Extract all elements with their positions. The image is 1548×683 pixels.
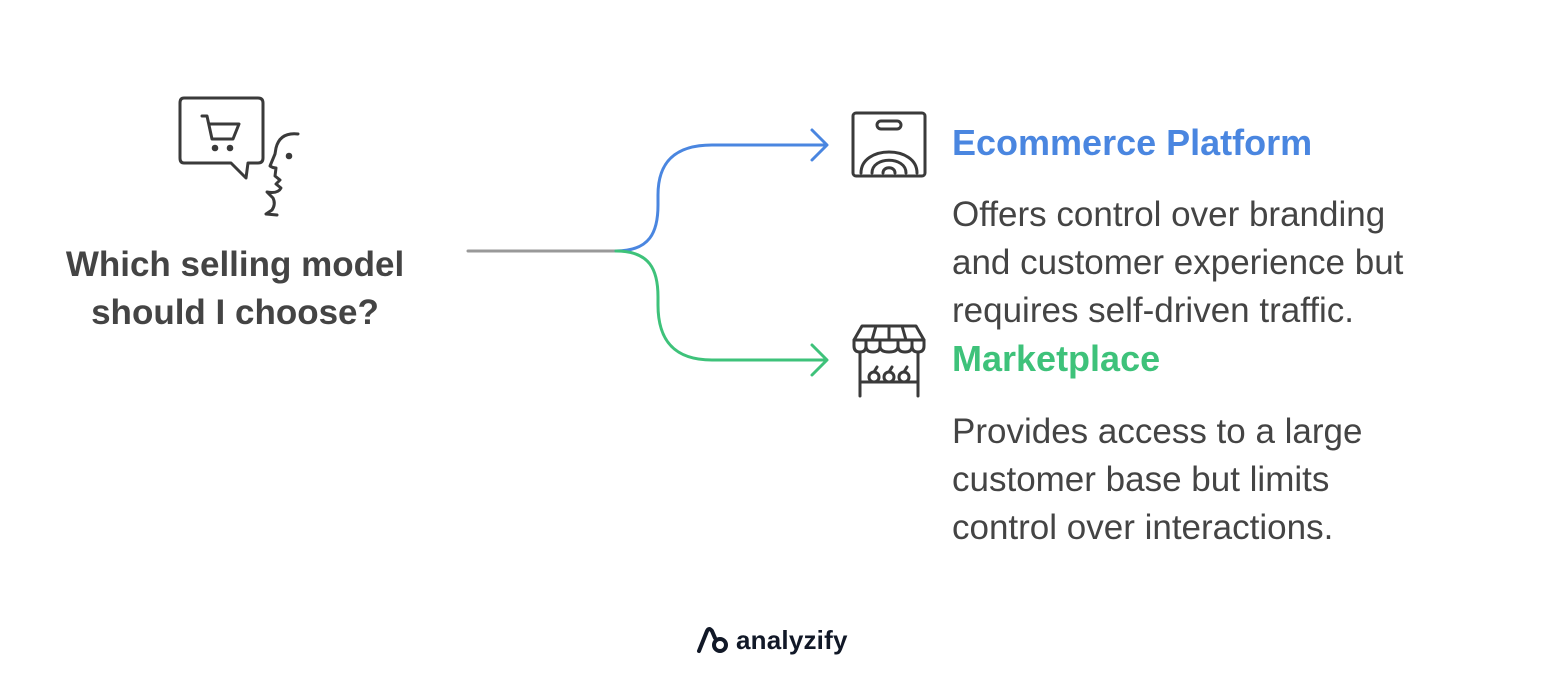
marketplace-description-line: customer base but limits [952, 460, 1330, 499]
oven-icon [851, 111, 927, 178]
question-text: Which selling model should I choose? [30, 241, 440, 337]
ecommerce-connector [614, 143, 828, 253]
question-line-2: should I choose? [91, 293, 379, 332]
marketplace-description-line: control over interactions. [952, 508, 1334, 547]
marketplace-title: Marketplace [952, 338, 1161, 379]
brand-name: analyzify [736, 624, 848, 655]
ecommerce-arrowhead [810, 128, 829, 162]
shopping-thought-icon [178, 96, 300, 217]
market-stall-icon [852, 324, 926, 398]
brand-footer: analyzify [696, 622, 848, 658]
marketplace-arrowhead [810, 343, 829, 377]
ecommerce-description: Offers control over branding and custome… [952, 191, 1512, 335]
ecommerce-description-line: and customer experience but [952, 243, 1404, 282]
marketplace-connector [614, 249, 828, 362]
marketplace-description-line: Provides access to a large [952, 412, 1363, 451]
ecommerce-description-line: Offers control over branding [952, 195, 1386, 234]
ecommerce-title: Ecommerce Platform [952, 122, 1313, 163]
ecommerce-description-line: requires self-driven traffic. [952, 291, 1355, 330]
marketplace-description: Provides access to a large customer base… [952, 408, 1512, 552]
analyzify-logo-icon [697, 627, 728, 653]
question-line-1: Which selling model [65, 245, 405, 284]
